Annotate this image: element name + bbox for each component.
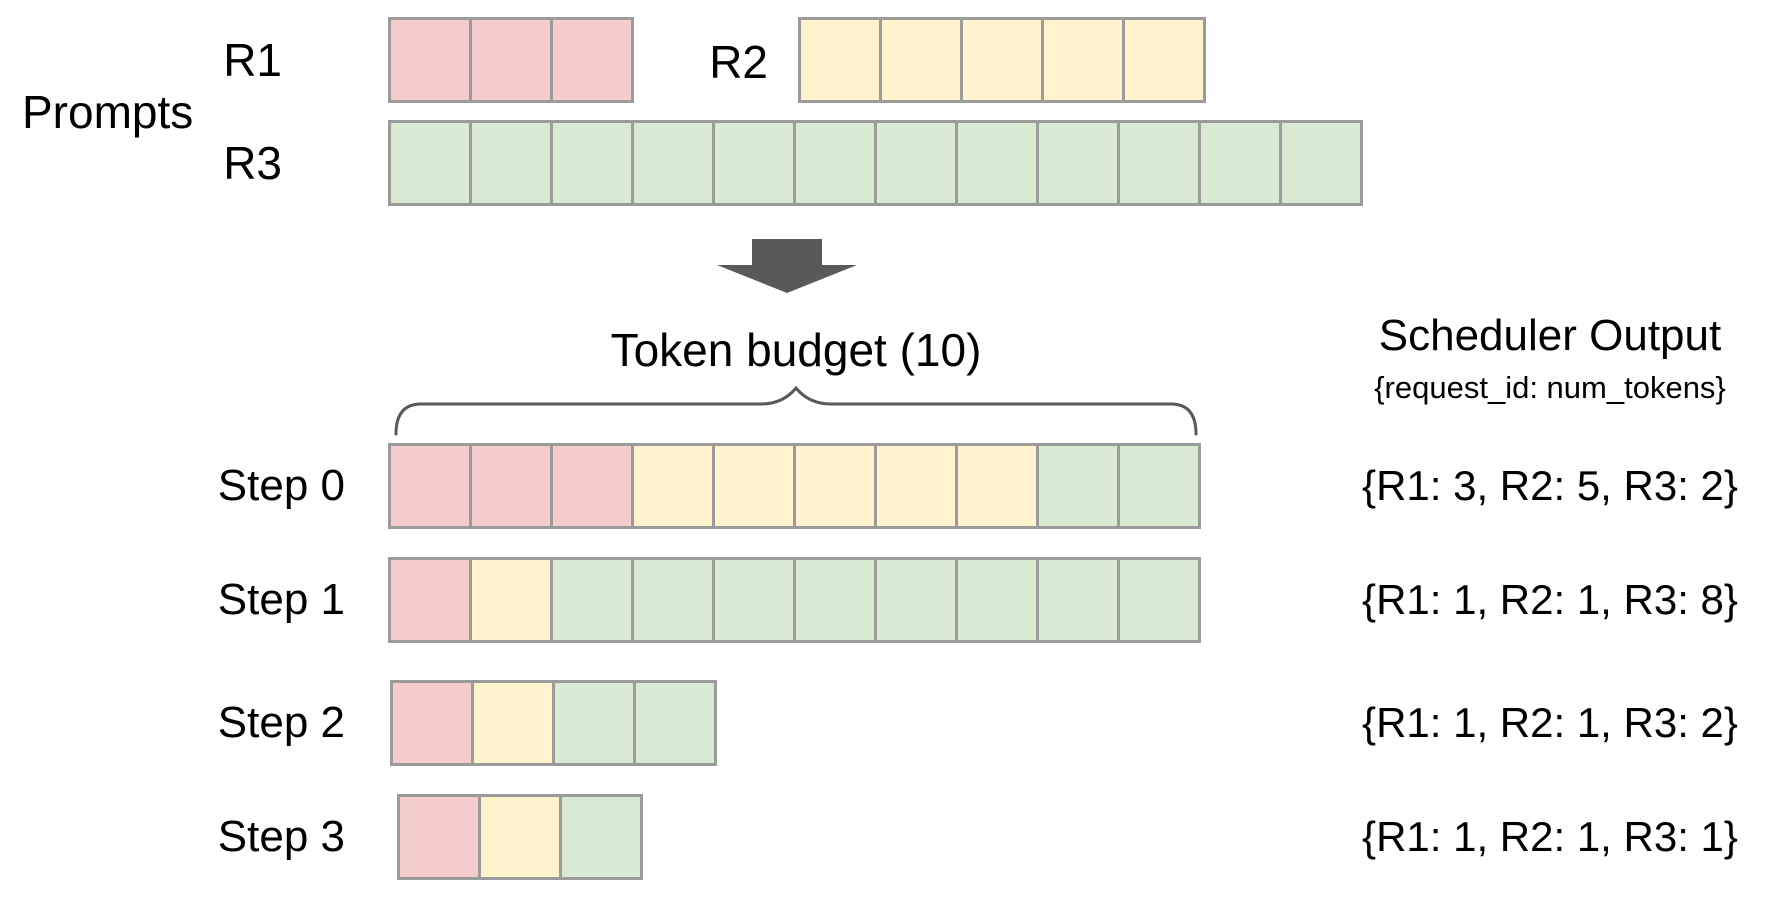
token-cell [955, 443, 1039, 529]
token-cell [955, 120, 1039, 206]
token-budget-label: Token budget (10) [610, 324, 982, 376]
token-cell [397, 794, 481, 880]
step-1-scheduler-output: {R1: 1, R2: 1, R3: 8} [1362, 576, 1738, 623]
token-cell [388, 17, 472, 103]
token-cell [793, 443, 877, 529]
token-cell [550, 557, 634, 643]
token-cell [1117, 557, 1201, 643]
token-cell [550, 17, 634, 103]
token-cell [471, 680, 555, 766]
token-cell [712, 557, 796, 643]
token-cell [712, 443, 796, 529]
token-cell [631, 557, 715, 643]
token-cell [388, 557, 472, 643]
token-cell [1036, 443, 1120, 529]
token-cell [559, 794, 643, 880]
prompt-row-r1-tokens [388, 17, 634, 103]
token-cell [478, 794, 562, 880]
token-cell [793, 557, 877, 643]
token-cell [631, 120, 715, 206]
step-3-label: Step 3 [217, 812, 345, 861]
step-2-label: Step 2 [217, 698, 345, 747]
prompt-row-r2-tokens [798, 17, 1206, 103]
token-cell [960, 17, 1044, 103]
token-cell [631, 443, 715, 529]
token-cell [1122, 17, 1206, 103]
step-1-token-row [388, 557, 1201, 643]
token-cell [390, 680, 474, 766]
step-0-scheduler-output: {R1: 3, R2: 5, R3: 2} [1362, 462, 1738, 509]
request-r2-label: R2 [709, 36, 768, 88]
token-cell [469, 557, 553, 643]
token-cell [1279, 120, 1363, 206]
token-cell [955, 557, 1039, 643]
scheduler-output-subtitle: {request_id: num_tokens} [1374, 370, 1726, 405]
token-cell [552, 680, 636, 766]
token-cell [550, 120, 634, 206]
token-cell [469, 120, 553, 206]
token-cell [550, 443, 634, 529]
token-cell [388, 443, 472, 529]
curly-brace-icon [393, 385, 1199, 441]
token-cell [1041, 17, 1125, 103]
scheduler-output-title: Scheduler Output [1378, 311, 1722, 360]
down-arrow-icon [717, 239, 857, 298]
token-cell [1198, 120, 1282, 206]
token-cell [1036, 557, 1120, 643]
request-r3-label: R3 [223, 137, 282, 189]
token-cell [874, 120, 958, 206]
token-cell [879, 17, 963, 103]
token-cell [874, 443, 958, 529]
prompts-section-label: Prompts [22, 86, 194, 138]
prompt-row-r3-tokens [388, 120, 1363, 206]
request-r1-label: R1 [223, 34, 282, 86]
token-cell [874, 557, 958, 643]
token-cell [793, 120, 877, 206]
step-2-scheduler-output: {R1: 1, R2: 1, R3: 2} [1362, 699, 1738, 746]
step-3-scheduler-output: {R1: 1, R2: 1, R3: 1} [1362, 813, 1738, 860]
token-cell [712, 120, 796, 206]
step-3-token-row [397, 794, 643, 880]
token-cell [388, 120, 472, 206]
token-cell [469, 17, 553, 103]
token-cell [798, 17, 882, 103]
step-1-label: Step 1 [217, 575, 345, 624]
token-cell [1117, 120, 1201, 206]
step-0-label: Step 0 [217, 461, 345, 510]
token-cell [633, 680, 717, 766]
step-0-token-row [388, 443, 1201, 529]
token-cell [1117, 443, 1201, 529]
step-2-token-row [390, 680, 717, 766]
token-cell [469, 443, 553, 529]
token-cell [1036, 120, 1120, 206]
